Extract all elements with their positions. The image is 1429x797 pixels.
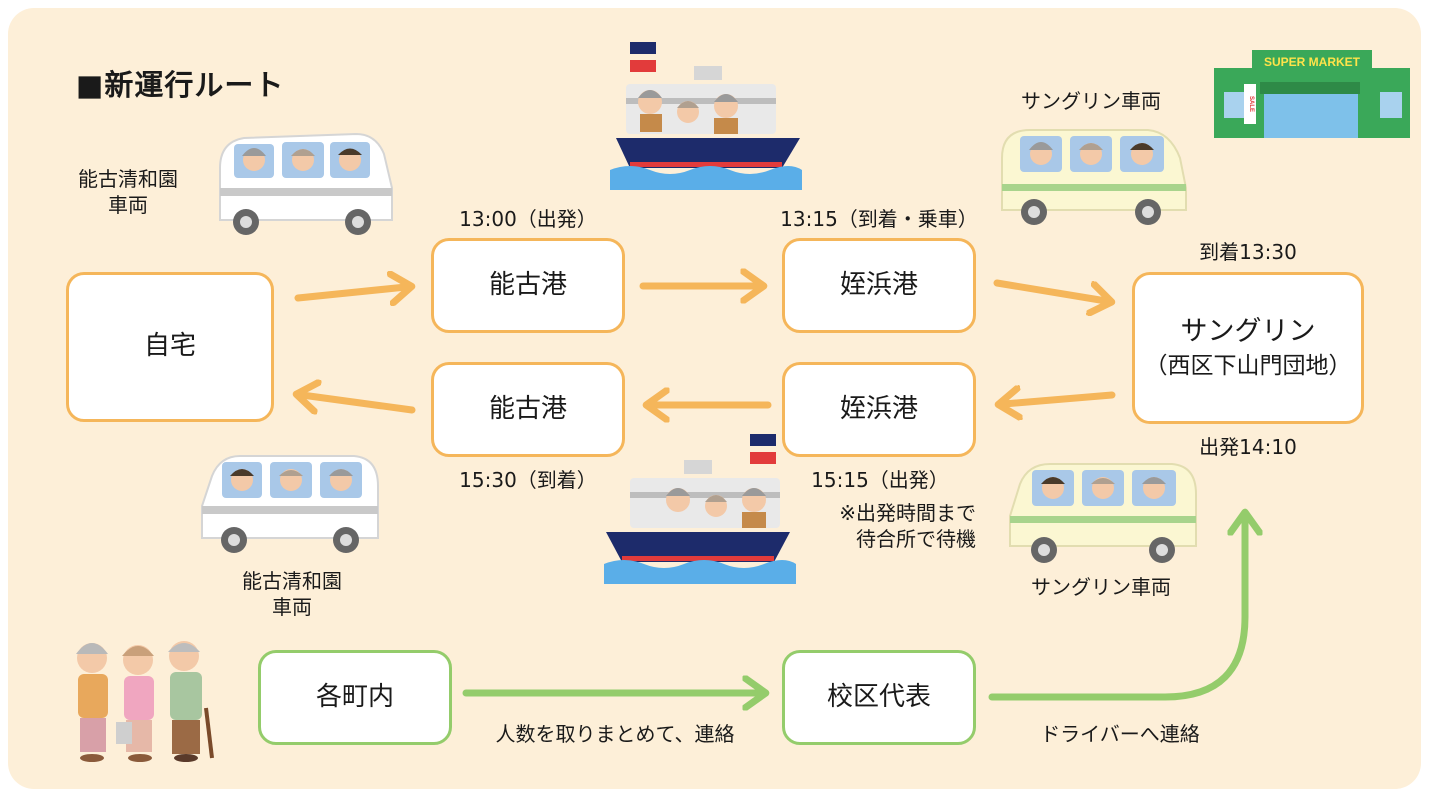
cream-van-icon — [1009, 463, 1197, 563]
node-noko-port-out: 能古港 — [431, 238, 625, 333]
node-noko-port-out-label: 能古港 — [488, 269, 567, 300]
node-home: 自宅 — [66, 272, 274, 422]
node-meinohama-port-return: 姪浜港 — [782, 362, 976, 457]
sangrin-vehicle-label-bottom: サングリン車両 — [1031, 575, 1171, 599]
noko-vehicle-label-bottom-line1: 能古清和園 — [242, 569, 342, 593]
meinohama-arrive-time: 13:15（到着・乗車） — [780, 207, 978, 231]
page-title: ■新運行ルート — [76, 68, 285, 102]
meinohama-depart-time: 15:15（出発） — [811, 468, 949, 492]
sangrin-vehicle-label-top: サングリン車両 — [1021, 89, 1161, 113]
arrow-home-to-noko — [294, 287, 406, 298]
driver-contact-label: ドライバーへ連絡 — [1040, 722, 1200, 746]
wait-note: ※出発時間まで 待合所で待機 — [800, 500, 976, 552]
node-home-label: 自宅 — [143, 331, 196, 362]
noko-vehicle-label-top-line1: 能古清和園 — [78, 167, 178, 191]
node-noko-port-return-label: 能古港 — [488, 393, 567, 424]
node-each-town-label: 各町内 — [315, 681, 394, 712]
supermarket-sign: SUPER MARKET — [1264, 55, 1361, 69]
node-each-town: 各町内 — [258, 650, 452, 745]
arrow-rep-to-sangrin — [988, 518, 1245, 701]
sangrin-depart-time: 出発14:10 — [1199, 435, 1297, 459]
noko-vehicle-label-top: 能古清和園 車両 — [60, 166, 196, 218]
noko-arrive-time: 15:30（到着） — [459, 468, 597, 492]
sale-sign: SALE — [1248, 96, 1254, 112]
noko-depart-time: 13:00（出発） — [459, 207, 597, 231]
node-sangrin-label: サングリン — [1180, 316, 1316, 348]
node-school-rep: 校区代表 — [782, 650, 976, 745]
noko-vehicle-label-bottom: 能古清和園 車両 — [222, 568, 362, 620]
node-sangrin-sublabel: （西区下山門団地） — [1144, 352, 1352, 379]
white-van-icon — [219, 132, 393, 235]
collect-contact-label: 人数を取りまとめて、連絡 — [495, 722, 735, 746]
node-sangrin: サングリン （西区下山門団地） — [1132, 272, 1364, 424]
node-school-rep-label: 校区代表 — [826, 681, 931, 712]
node-noko-port-return: 能古港 — [431, 362, 625, 457]
wait-note-line1: ※出発時間まで — [839, 501, 976, 525]
cream-van-icon — [1001, 129, 1187, 225]
wait-note-line2: 待合所で待機 — [856, 527, 976, 551]
elderly-people-icon — [76, 641, 214, 762]
noko-vehicle-label-bottom-line2: 車両 — [272, 595, 312, 619]
arrow-sangrin-to-meinohama — [1004, 395, 1116, 404]
arrow-noko-to-home — [302, 395, 416, 410]
node-meinohama-port-return-label: 姪浜港 — [839, 393, 918, 424]
node-meinohama-port-out: 姪浜港 — [782, 238, 976, 333]
noko-vehicle-label-top-line2: 車両 — [108, 193, 148, 217]
sangrin-arrive-time: 到着13:30 — [1199, 240, 1297, 264]
supermarket-icon: SUPER MARKET SALE — [1214, 50, 1410, 138]
arrow-meinohama-to-sangrin — [993, 279, 1106, 301]
ferry-icon — [604, 434, 796, 584]
ferry-icon — [610, 42, 802, 190]
node-meinohama-port-out-label: 姪浜港 — [839, 269, 918, 300]
white-van-icon — [201, 455, 379, 553]
